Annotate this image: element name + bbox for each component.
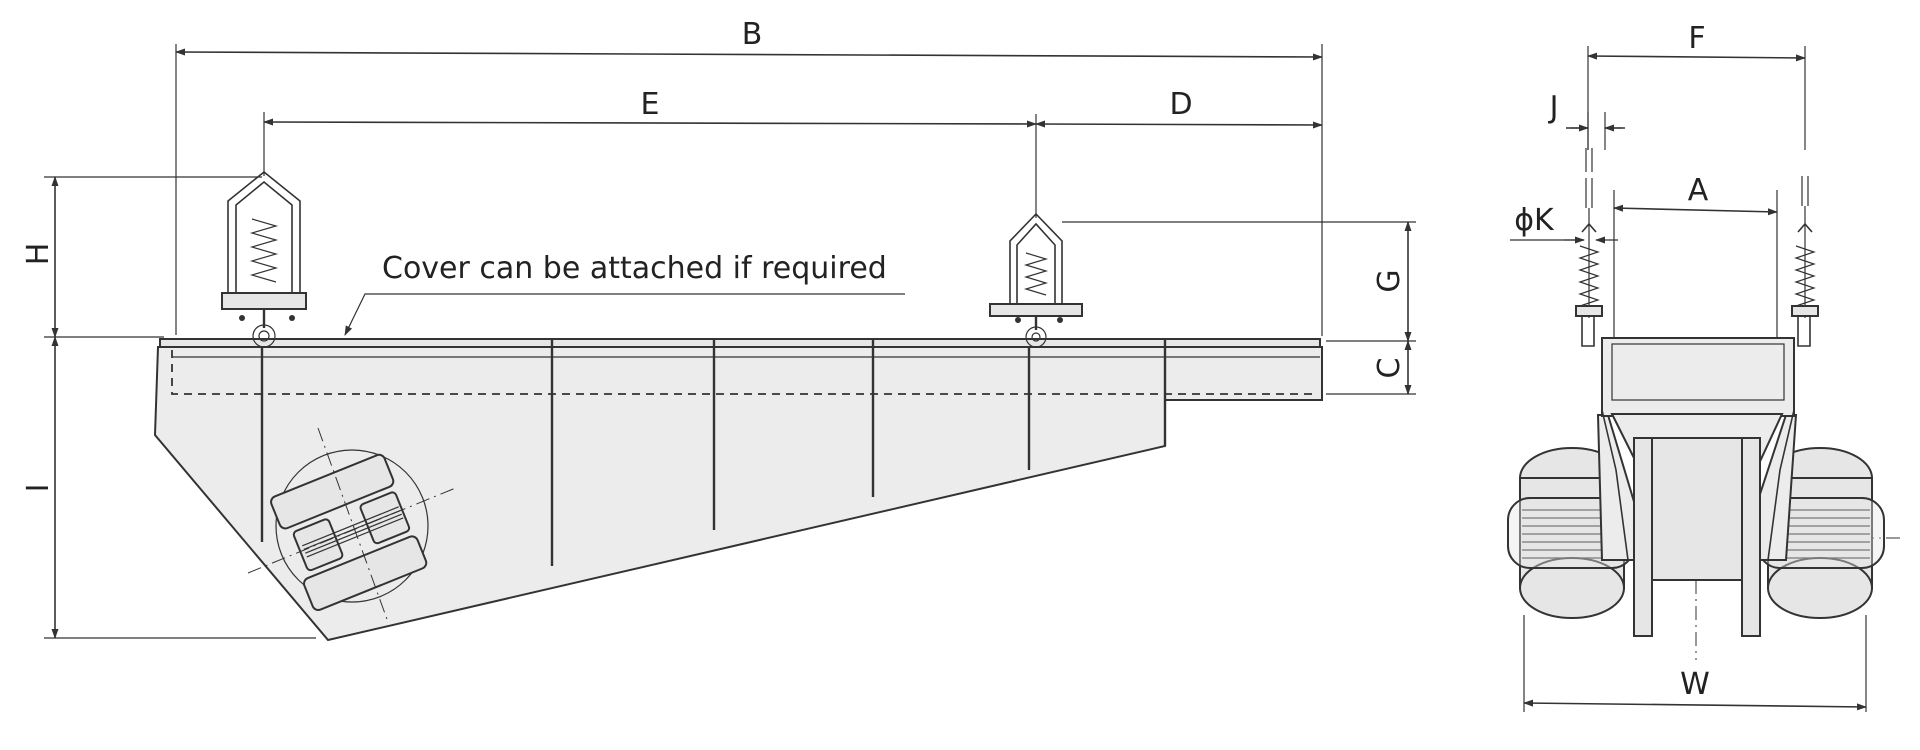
dim-line-F [1587, 52, 1806, 62]
left-spring-hanger [221, 112, 307, 348]
cover-note: Cover can be attached if required [382, 251, 887, 286]
dim-label-K: ϕK [1514, 203, 1555, 238]
dim-label-E: E [641, 87, 660, 122]
dim-label-G: G [1372, 269, 1407, 292]
dim-label-C: C [1372, 358, 1407, 379]
stiffener-ribs [260, 340, 1167, 566]
front-trough [1596, 337, 1798, 637]
dim-label-B: B [742, 17, 763, 52]
electromagnet-drive [247, 427, 459, 623]
dim-label-J: J [1548, 90, 1559, 125]
dim-label-D: D [1169, 87, 1192, 122]
cover-note-leader [344, 293, 905, 336]
extension-lines [44, 44, 1416, 639]
front-view: F J A ϕK W [1507, 21, 1905, 712]
dim-label-I: I [21, 484, 56, 493]
dim-label-F: F [1688, 21, 1705, 56]
dim-line-B [175, 48, 1323, 61]
dim-line-E [263, 118, 1037, 128]
dim-line-A [1613, 204, 1778, 216]
dim-label-A: A [1688, 173, 1709, 208]
side-view: B E D H I G C Cover can be attached if r… [21, 17, 1416, 642]
front-hanger-rods [1575, 148, 1819, 347]
trough-liner [171, 350, 1318, 395]
dim-label-H: H [21, 243, 56, 266]
dim-label-W: W [1680, 667, 1710, 702]
right-spring-hanger [989, 114, 1083, 348]
dim-line-W [1523, 699, 1867, 711]
cover-plate [159, 338, 1321, 348]
dim-line-D [1035, 120, 1323, 129]
